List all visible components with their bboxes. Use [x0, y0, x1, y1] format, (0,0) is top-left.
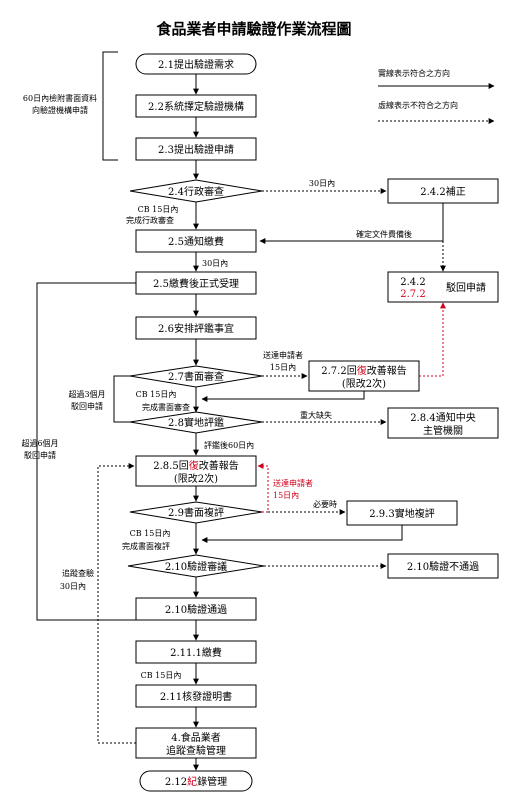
legend: 實線表示符合之方向 虛線表示不符合之方向 [378, 68, 495, 124]
label-cb15-admin-line1: CB 15日內 [138, 205, 179, 214]
node-reject-a: 2.4.2 [400, 277, 425, 288]
page-title: 食品業者申請驗證作業流程圖 [156, 20, 351, 38]
label-sent-applicant-line1: 送達申請者 [263, 350, 303, 360]
node-2-11-1-label: 2.11.1繳費 [170, 646, 222, 659]
label-major-defect: 重大缺失 [300, 410, 332, 420]
label-within30-a: 30日內 [309, 179, 335, 188]
label-sent-applicant-line2: 15日內 [270, 363, 296, 372]
node-2-4-2-label: 2.4.2補正 [420, 185, 465, 198]
node-2-6-label: 2.6安排評鑑事宜 [158, 322, 234, 335]
node-reject-b: 2.7.2 [400, 289, 425, 300]
note-over6-line1: 超過6個月 [21, 438, 58, 448]
node-2-10-fail [387, 553, 499, 579]
node-2-11-label: 2.11核發證明書 [160, 690, 232, 703]
node-2-10-pass-label: 2.10驗證通過 [165, 603, 227, 616]
node-2-4-2 [387, 178, 499, 204]
node-2-9-3 [346, 500, 458, 526]
node-2-3-label: 2.3提出驗證申請 [158, 143, 234, 156]
label-when-needed: 必要時 [313, 499, 337, 509]
node-2-2-label: 2.2系統擇定驗證機構 [148, 100, 244, 113]
node-2-12-label: 2.12紀錄管理 [165, 775, 227, 788]
node-2-8-5-label: 2.8.5回復改善報告 [153, 459, 238, 472]
note-over3-line2: 駁回申請 [71, 401, 103, 411]
label-cb15-cert: CB 15日內 [141, 671, 182, 680]
node-2-8-5-sub: (限改2次) [174, 472, 218, 485]
label-cb15-reeval-line1: CB 15日內 [130, 529, 171, 538]
legend-dashed-label: 虛線表示不符合之方向 [378, 100, 458, 110]
node-reject [387, 271, 499, 303]
node-2-9-3-label: 2.9.3實地複評 [369, 507, 434, 520]
node-2-1-label: 2.1提出驗證需求 [158, 58, 234, 71]
note-documents-line2: 向驗證機構申請 [32, 105, 88, 115]
legend-solid-label: 實線表示符合之方向 [378, 68, 450, 78]
decision-2-8-label: 2.8實地評鑑 [168, 416, 224, 429]
note-tracking-line2: 30日內 [60, 582, 86, 591]
node-2-8-4-line1: 2.8.4通知中央 [410, 411, 475, 424]
label-cb15-admin-line2: 完成行政審查 [126, 215, 174, 225]
node-2-5a-label: 2.5通知繳費 [168, 235, 224, 248]
label-cb15-doc-line1: CB 15日內 [136, 390, 177, 399]
bracket-documents [102, 51, 118, 161]
label-cb15-doc-line2: 完成書面審查 [142, 402, 190, 412]
node-2-8-4-line2: 主管機關 [423, 424, 463, 437]
bracket-over6 [36, 282, 136, 621]
decision-2-4-label: 2.4行政審查 [168, 185, 224, 198]
node-reject-label: 駁回申請 [446, 281, 486, 294]
node-2-5b-label: 2.5繳費後正式受理 [153, 277, 239, 290]
bracket-over3 [113, 375, 130, 423]
node-2-7-2-label: 2.7.2回復改善報告 [321, 364, 406, 377]
note-tracking-line1: 追蹤查驗 [62, 568, 94, 578]
label-after-eval60: 評鑑後60日內 [204, 440, 254, 450]
label-red-sent-line2: 15日內 [273, 491, 299, 500]
loop-tracking [97, 463, 136, 744]
label-red-sent-line1: 送達申請者 [273, 478, 313, 488]
node-2-10-fail-label: 2.10驗證不通過 [407, 560, 479, 573]
node-2-8-5 [135, 455, 257, 487]
decision-2-10-label: 2.10驗證審議 [165, 560, 227, 573]
note-over6-line2: 駁回申請 [24, 450, 56, 460]
node-2-12 [139, 770, 253, 792]
node-4-line2: 追蹤查驗管理 [166, 744, 226, 757]
label-cb15-reeval-line2: 完成書面複評 [122, 541, 170, 551]
node-2-8-4 [387, 407, 499, 439]
note-over3-line1: 超過3個月 [68, 389, 105, 399]
label-within30-b: 30日內 [202, 259, 228, 268]
node-2-7-2-sub: (限改2次) [342, 377, 386, 390]
label-confirm-fee: 確定文件費備後 [356, 229, 412, 239]
note-documents-line1: 60日內檢附書面資料 [23, 93, 97, 103]
node-4-line1: 4.食品業者 [171, 731, 221, 744]
decision-2-7-label: 2.7書面審查 [168, 370, 224, 383]
decision-2-9-label: 2.9書面複評 [168, 506, 224, 519]
